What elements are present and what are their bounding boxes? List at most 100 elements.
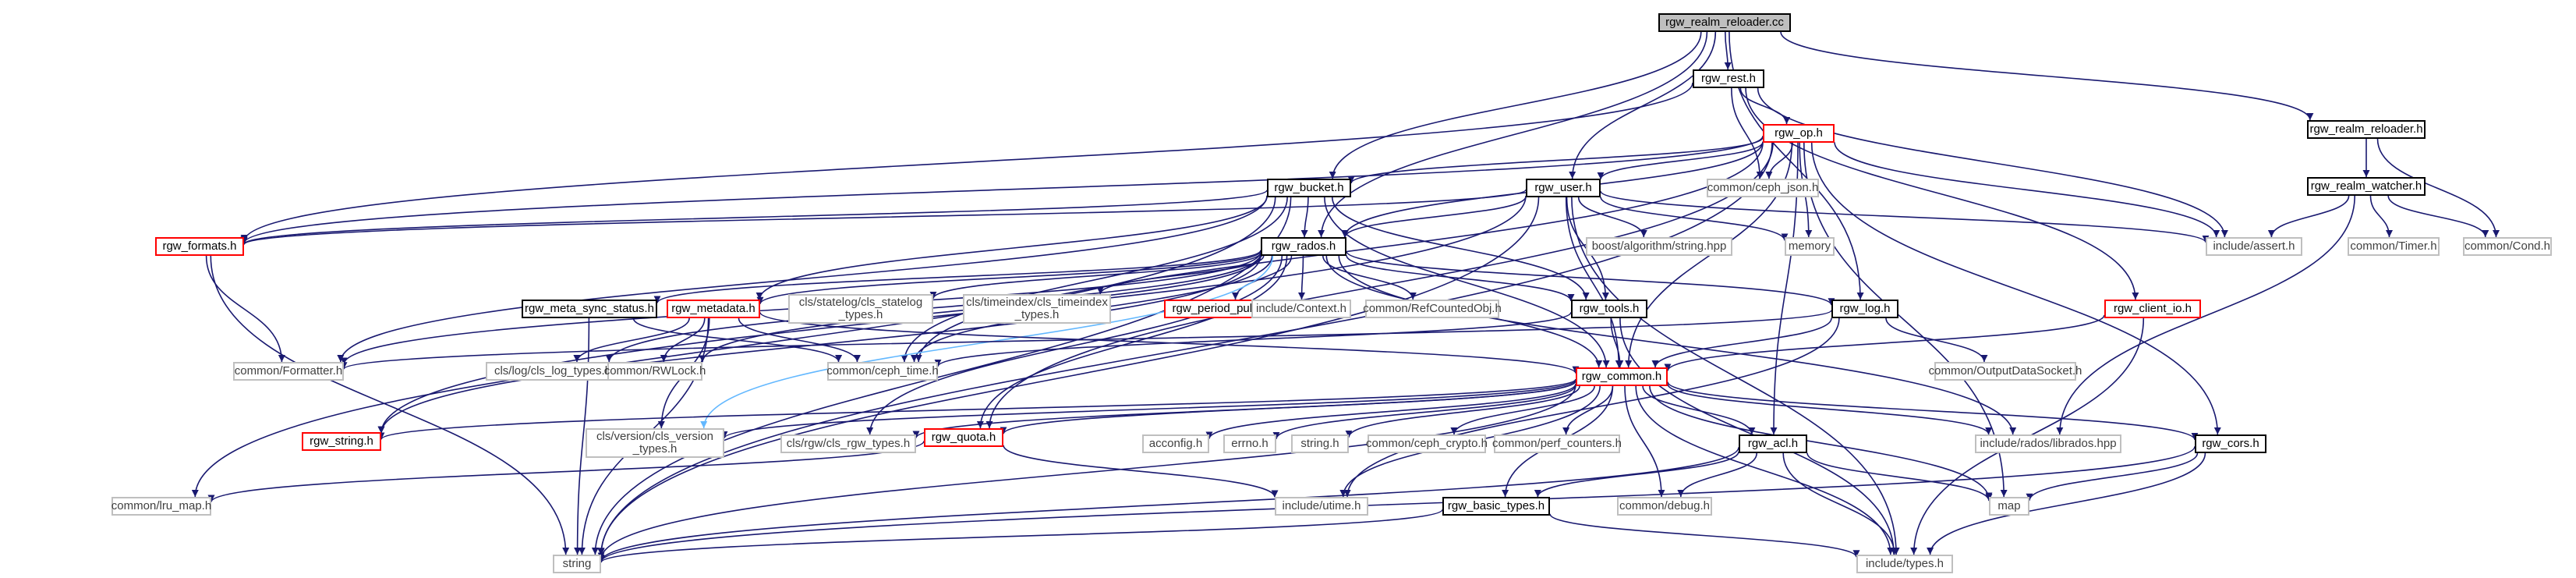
node-rgw-common-h[interactable]: rgw_common.h	[1576, 367, 1668, 386]
node-box	[2307, 120, 2426, 139]
edge-rgw_user_h-to-include_types_h	[1571, 197, 1900, 555]
edge-rgw_realm_reloader_cc-to-rgw_user_h	[1569, 31, 1717, 179]
node-common-perf-counters-h[interactable]: common/perf_counters.h	[1492, 434, 1622, 453]
node-box	[1856, 555, 1953, 573]
node-common-OutputDataSocket-h[interactable]: common/OutputDataSocket.h	[1929, 362, 2082, 381]
node-label: cls/version/cls_version	[596, 430, 713, 443]
node-label: common/ceph_crypto.h	[1366, 437, 1488, 450]
node-label: rgw_user.h	[1534, 181, 1591, 194]
edge-rgw_realm_reloader_cc-to-rgw_rest_h	[1724, 31, 1732, 70]
node-rgw-string-h[interactable]: rgw_string.h	[302, 432, 381, 451]
node-include-utime-h[interactable]: include/utime.h	[1275, 497, 1368, 516]
node-rgw-bucket-h[interactable]: rgw_bucket.h	[1267, 179, 1351, 197]
node-rgw-realm-reloader-h[interactable]: rgw_realm_reloader.h	[2307, 120, 2426, 139]
edge-rgw_user_h-to-string	[597, 197, 1540, 555]
node-label: common/RefCountedObj.h	[1363, 302, 1502, 315]
node-rgw-acl-h[interactable]: rgw_acl.h	[1739, 434, 1807, 453]
node-rgw-client-io-h[interactable]: rgw_client_io.h	[2104, 300, 2201, 318]
node-rgw-meta-sync-status-h[interactable]: rgw_meta_sync_status.h	[522, 300, 657, 318]
edge-rgw_bucket_h-to-common_Formatter_h	[337, 195, 1268, 363]
edge-rgw_cors_h-to-string	[597, 446, 2196, 562]
node-map[interactable]: map	[1989, 497, 2029, 516]
node-memory[interactable]: memory	[1785, 237, 1835, 256]
node-rgw-log-h[interactable]: rgw_log.h	[1831, 300, 1898, 318]
node-common-ceph-crypto-h[interactable]: common/ceph_crypto.h	[1366, 434, 1488, 453]
node-errno-h[interactable]: errno.h	[1223, 434, 1276, 453]
node-include-Context-h[interactable]: include/Context.h	[1251, 300, 1351, 318]
node-rgw-tools-h[interactable]: rgw_tools.h	[1571, 300, 1647, 318]
node-boost-algorithm-string-hpp[interactable]: boost/algorithm/string.hpp	[1586, 237, 1732, 256]
edge-rgw_acl_h-to-common_debug_h	[1677, 452, 1757, 498]
node-rgw-user-h[interactable]: rgw_user.h	[1526, 179, 1601, 197]
node-string-h[interactable]: string.h	[1291, 434, 1349, 453]
edge-rgw_common_h-to-cls_version	[720, 379, 1576, 439]
node-cls-rgw-cls-rgw-types-h[interactable]: cls/rgw/cls_rgw_types.h	[780, 434, 916, 453]
node-include-assert-h[interactable]: include/assert.h	[2206, 237, 2302, 256]
node-include-rados-librados-hpp[interactable]: include/rados/librados.hpp	[1975, 434, 2121, 453]
edge-rgw_op_h-to-rgw_user_h	[1597, 141, 1764, 180]
edge-rgw_common_h-to-acconfig_h	[1205, 383, 1576, 439]
edge-rgw_user_h-to-rgw_common_h	[1565, 197, 1622, 368]
node-label: rgw_op.h	[1775, 126, 1823, 140]
node-common-ceph-json-h[interactable]: common/ceph_json.h	[1707, 179, 1819, 197]
node-label: rgw_period_puller.h	[1173, 302, 1275, 315]
node-common-lru-map-h[interactable]: common/lru_map.h	[111, 497, 211, 516]
node-box	[1368, 434, 1486, 453]
edge-rgw_common_h-to-rgw_string_h	[377, 378, 1576, 441]
node-label: include/assert.h	[2213, 239, 2295, 253]
node-label: common/ceph_json.h	[1707, 181, 1819, 194]
node-common-ceph-time-h[interactable]: common/ceph_time.h	[826, 362, 939, 381]
node-rgw-realm-watcher-h[interactable]: rgw_realm_watcher.h	[2307, 177, 2426, 196]
edge-rgw_realm_watcher_h-to-include_assert_h	[2267, 195, 2350, 238]
node-label: rgw_client_io.h	[2114, 302, 2192, 315]
node-acconfig-h[interactable]: acconfig.h	[1142, 434, 1209, 453]
edge-rgw_metadata_h-to-cls_log_cls_log_types_h	[573, 317, 690, 363]
node-common-RefCountedObj-h[interactable]: common/RefCountedObj.h	[1363, 300, 1502, 318]
node-common-Formatter-h[interactable]: common/Formatter.h	[233, 362, 344, 381]
node-rgw-rados-h[interactable]: rgw_rados.h	[1261, 237, 1346, 256]
node-box	[1275, 497, 1368, 516]
node-cls-version[interactable]: cls/version/cls_version_types.h	[586, 428, 724, 458]
node-label: cls/timeindex/cls_timeindex	[966, 296, 1108, 309]
node-common-RWLock-h[interactable]: common/RWLock.h	[604, 362, 706, 381]
node-string[interactable]: string	[553, 555, 601, 573]
node-common-debug-h[interactable]: common/debug.h	[1617, 497, 1712, 516]
edge-rgw_rados_h-to-cls_log_cls_log_types_h	[605, 254, 1261, 363]
edge-rgw_realm_watcher_h-to-include_rados_librados_hpp	[2056, 195, 2355, 435]
edge-rgw_basic_types_h-to-string	[597, 509, 1443, 563]
node-label: _types.h	[1014, 308, 1060, 321]
edge-rgw_log_h-to-common_Formatter_h	[340, 310, 1832, 370]
node-cls-log-cls-log-types-h[interactable]: cls/log/cls_log_types.h	[486, 362, 620, 381]
node-common-Cond-h[interactable]: common/Cond.h	[2463, 237, 2552, 256]
node-box	[2104, 300, 2201, 318]
node-rgw-rest-h[interactable]: rgw_rest.h	[1693, 69, 1764, 88]
node-rgw-op-h[interactable]: rgw_op.h	[1763, 124, 1835, 143]
edge-rgw_rados_h-to-include_rados_librados_hpp	[1338, 255, 2017, 435]
node-label: cls/rgw/cls_rgw_types.h	[787, 437, 910, 450]
node-common-Timer-h[interactable]: common/Timer.h	[2348, 237, 2440, 256]
node-label: rgw_rados.h	[1272, 239, 1336, 253]
edge-rgw_rest_h-to-include_assert_h	[1757, 87, 2228, 238]
edge-rgw_rest_h-to-common_ceph_json_h	[1731, 87, 1764, 179]
edge-rgw_user_h-to-rgw_rados_h	[1341, 196, 1527, 238]
edge-rgw_bucket_h-to-rgw_metadata_h	[755, 196, 1268, 300]
node-label: rgw_string.h	[310, 434, 373, 448]
node-cls-timeindex[interactable]: cls/timeindex/cls_timeindex_types.h	[963, 294, 1111, 324]
edge-rgw_op_h-to-rgw_formats_h	[240, 136, 1764, 244]
edge-rgw_rados_h-to-rgw_log_h	[1346, 250, 1835, 306]
edge-rgw_meta_sync_status_h-to-string	[574, 317, 590, 555]
node-cls-statelog[interactable]: cls/statelog/cls_statelog_types.h	[788, 294, 933, 324]
node-include-types-h[interactable]: include/types.h	[1856, 555, 1953, 573]
node-label: boost/algorithm/string.hpp	[1592, 239, 1727, 253]
edge-rgw_bucket_h-to-rgw_tools_h	[1332, 197, 1590, 300]
edge-rgw_op_h-to-string	[597, 142, 1773, 556]
node-rgw-metadata-h[interactable]: rgw_metadata.h	[667, 300, 760, 318]
node-rgw-realm-reloader-cc[interactable]: rgw_realm_reloader.cc	[1658, 13, 1791, 32]
node-box	[2348, 237, 2440, 256]
node-rgw-formats-h[interactable]: rgw_formats.h	[155, 237, 244, 256]
edge-rgw_acl_h-to-map	[1806, 452, 1993, 502]
node-rgw-basic-types-h[interactable]: rgw_basic_types.h	[1442, 497, 1550, 516]
edge-rgw_formats_h-to-common_Formatter_h	[205, 255, 285, 363]
node-rgw-quota-h[interactable]: rgw_quota.h	[924, 428, 1003, 447]
node-rgw-cors-h[interactable]: rgw_cors.h	[2195, 434, 2266, 453]
